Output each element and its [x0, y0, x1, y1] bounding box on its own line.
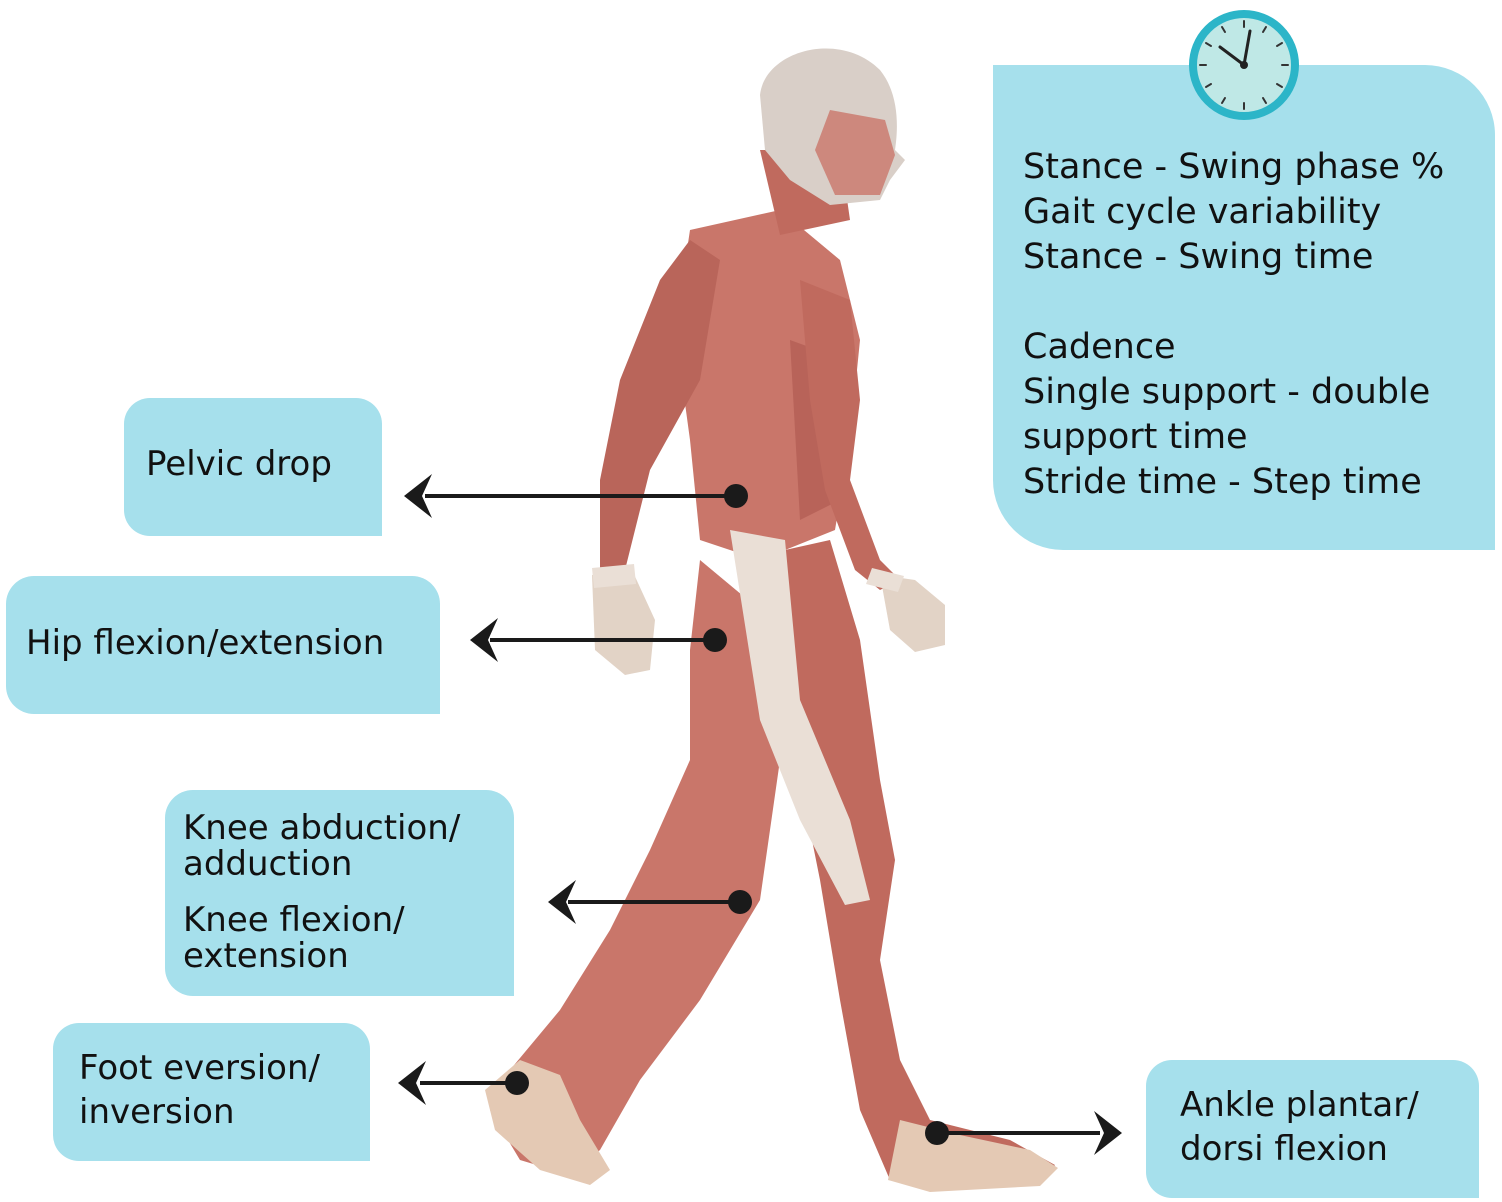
knee-flexion-label-line1: Knee flexion/: [183, 902, 405, 938]
timing-metric: Stance - Swing phase %: [1023, 145, 1444, 190]
timing-metric: Stride time - Step time: [1023, 460, 1444, 505]
knee-flexion-label-line2: extension: [183, 938, 349, 974]
timing-metrics: Stance - Swing phase % Gait cycle variab…: [1023, 145, 1444, 505]
foot-eversion-label-line1: Foot eversion/: [79, 1050, 320, 1086]
timing-metric: Cadence: [1023, 325, 1444, 370]
hip-flexion-callout: Hip flexion/extension: [6, 576, 440, 714]
pelvic-drop-label: Pelvic drop: [146, 446, 332, 482]
timing-metric: Single support - double: [1023, 370, 1444, 415]
back-wrist-band: [592, 564, 636, 588]
knee-callout: Knee abduction/ adduction Knee flexion/ …: [165, 790, 514, 996]
timing-metric: Stance - Swing time: [1023, 235, 1444, 280]
timing-metric: Gait cycle variability: [1023, 190, 1444, 235]
ankle-callout: Ankle plantar/ dorsi flexion: [1146, 1060, 1479, 1198]
pelvic-drop-callout: Pelvic drop: [124, 398, 382, 536]
foot-eversion-label-line2: inversion: [79, 1094, 235, 1130]
timing-spacer: [1023, 280, 1444, 325]
front-wrist-band: [866, 568, 904, 592]
foot-eversion-callout: Foot eversion/ inversion: [53, 1023, 370, 1161]
timing-metric: support time: [1023, 415, 1444, 460]
ankle-label-line1: Ankle plantar/: [1180, 1087, 1419, 1123]
hip-flexion-label: Hip flexion/extension: [26, 625, 384, 661]
ankle-label-line2: dorsi flexion: [1180, 1131, 1388, 1167]
knee-abduction-label-line2: adduction: [183, 846, 352, 882]
timing-panel: Stance - Swing phase % Gait cycle variab…: [993, 65, 1495, 550]
knee-abduction-label-line1: Knee abduction/: [183, 810, 460, 846]
clock-icon: [1188, 9, 1300, 121]
